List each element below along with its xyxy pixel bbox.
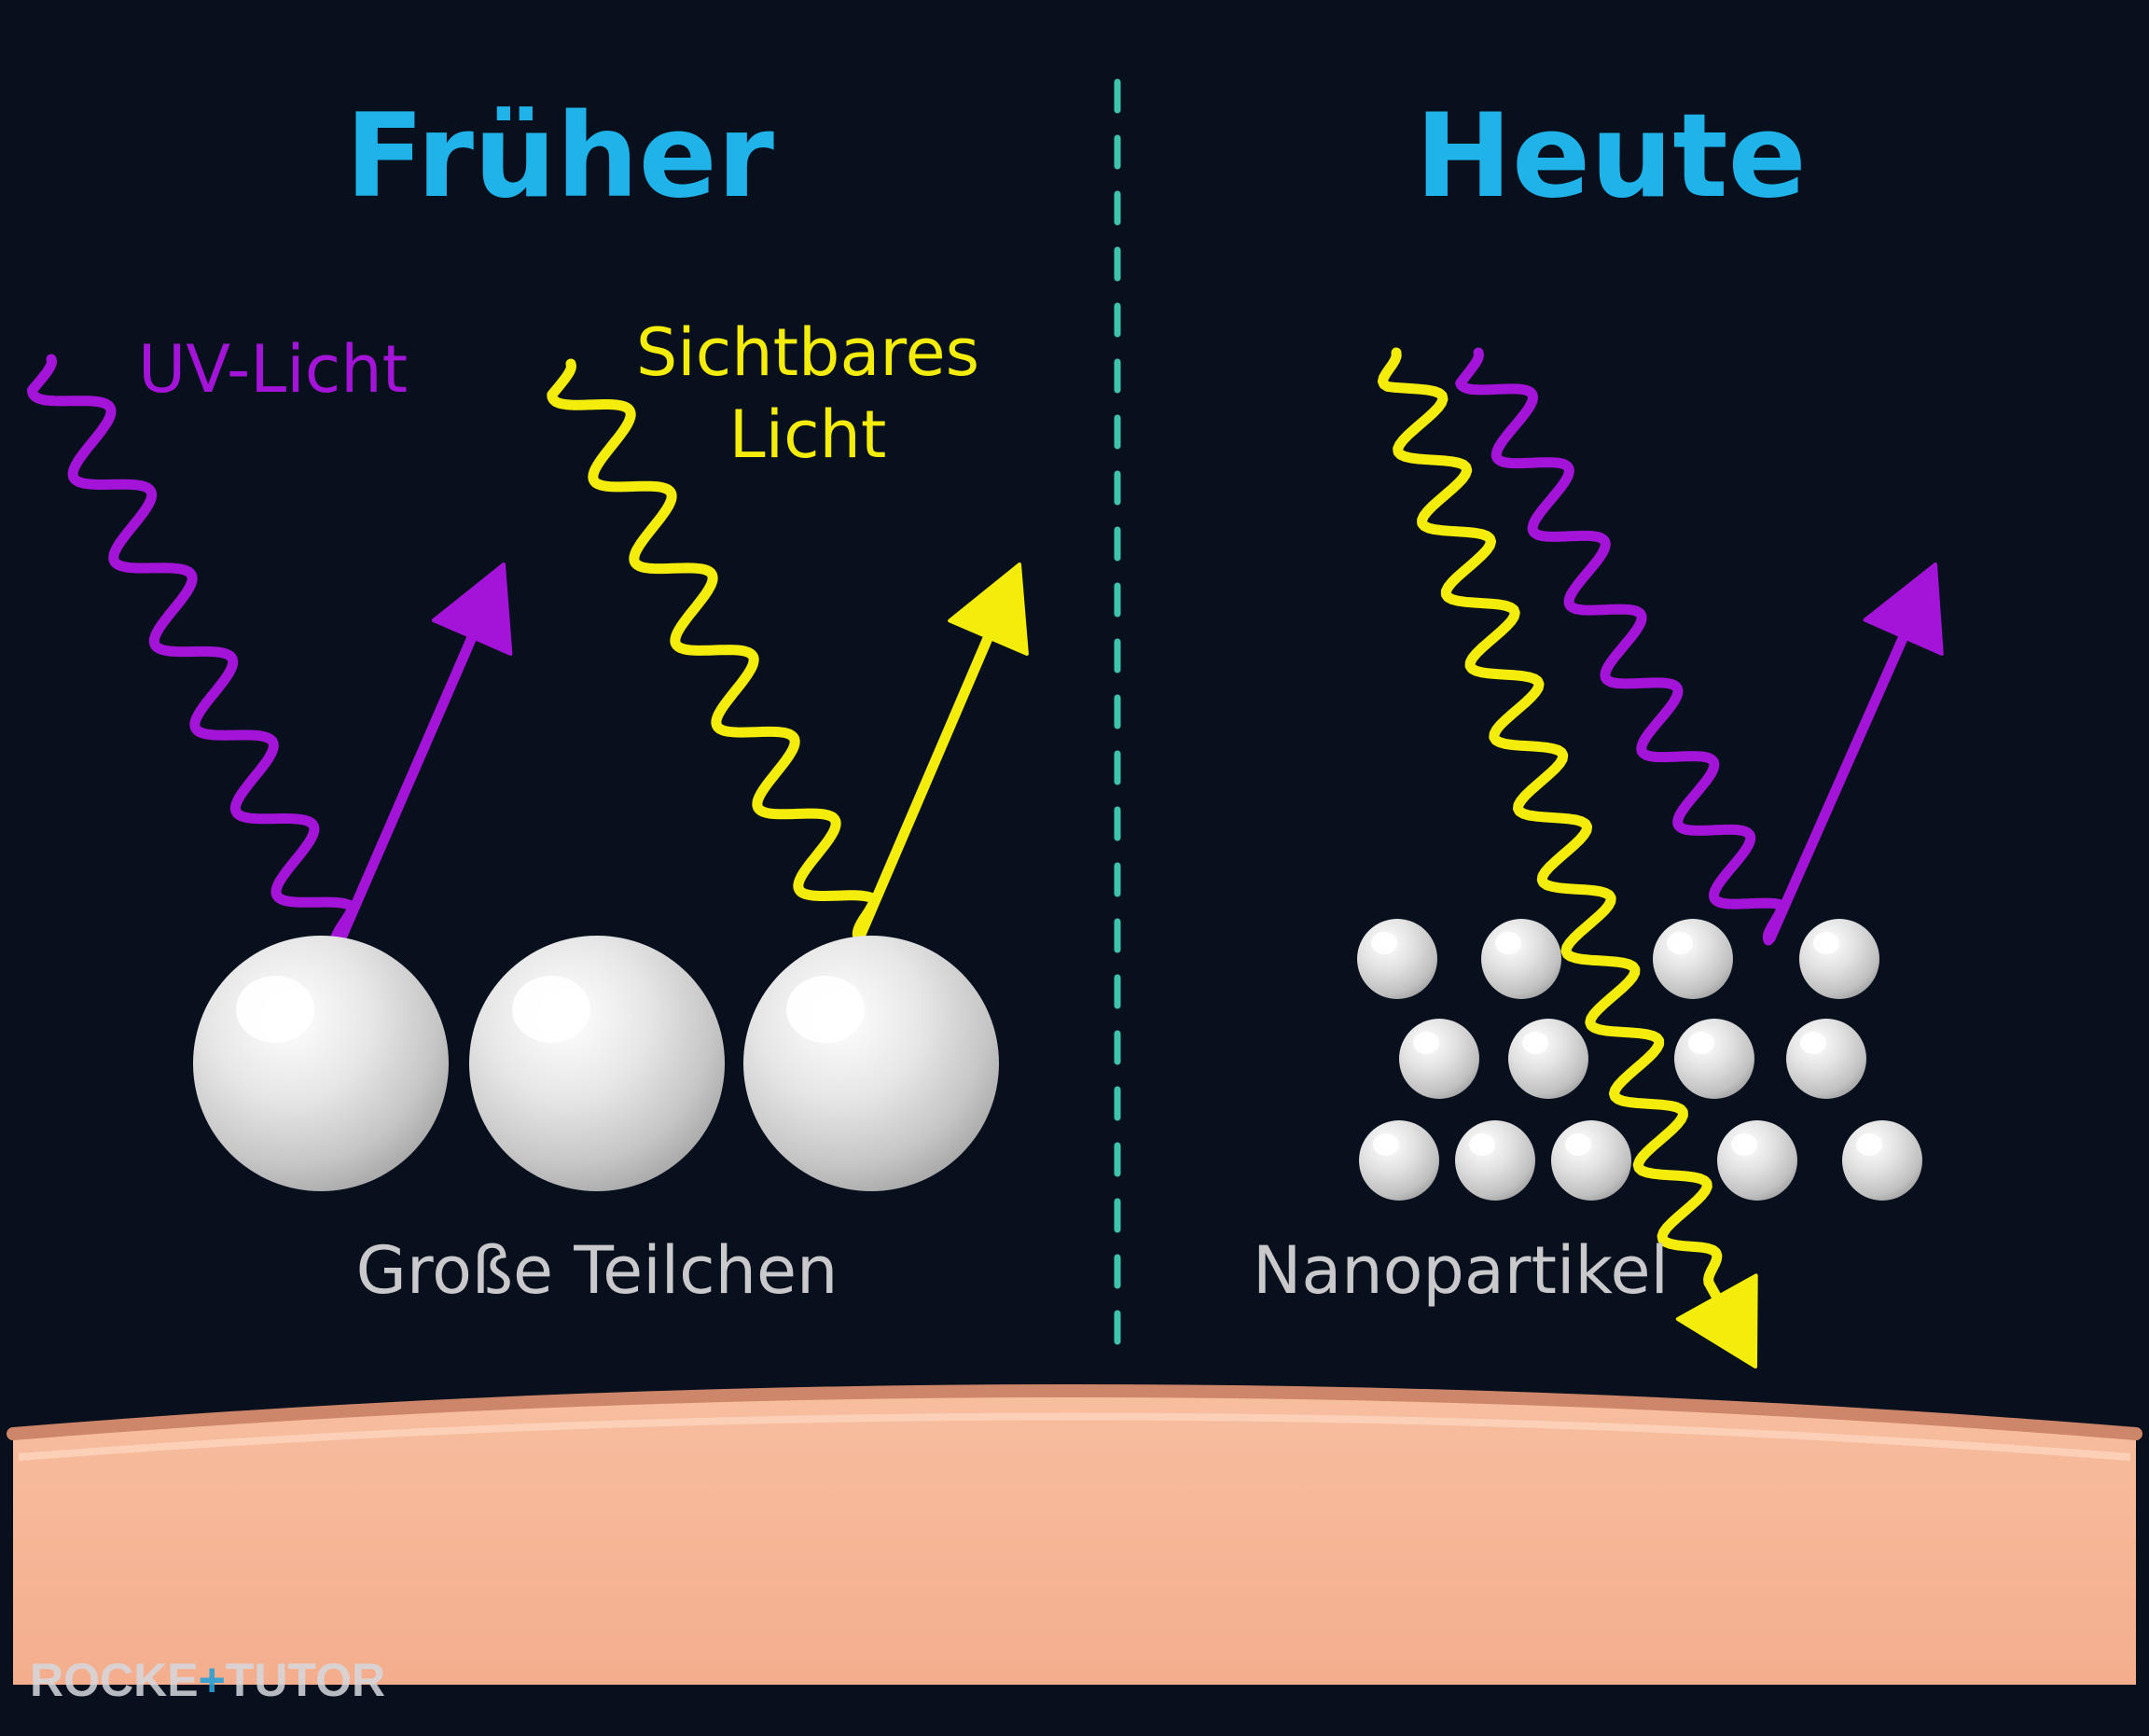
uv-reflection-arrow-right-head [1863, 562, 1944, 656]
visible-reflection-arrow-left-shaft [854, 632, 993, 942]
uv-wave-incoming-left [27, 354, 358, 950]
visible-reflection-arrow-left-head [948, 562, 1029, 656]
nanoparticle [1359, 1120, 1439, 1201]
visible-light-label-line2: Licht [729, 396, 887, 473]
nanoparticle-highlight [1495, 932, 1521, 954]
uv-reflection-arrow-left-shaft [334, 632, 478, 948]
nanoparticle [1551, 1120, 1631, 1201]
right-panel-caption: Nanopartikel [1253, 1232, 1669, 1309]
nanoparticle-highlight [1731, 1133, 1757, 1156]
visible-pass-arrow-right-shaft [1703, 1277, 1723, 1303]
nanoparticle-highlight [1371, 932, 1397, 954]
uv-reflection-arrow-right-shaft [1765, 632, 1909, 944]
uv-reflection-arrow-left-head [431, 562, 513, 656]
nanoparticle [1674, 1019, 1754, 1099]
large-particle [193, 936, 449, 1191]
particle-highlight [236, 976, 314, 1043]
visible-wave-passing-right [1378, 347, 1723, 1288]
nanoparticle-highlight [1813, 932, 1839, 954]
nanoparticle [1842, 1120, 1922, 1201]
logo-text-part: R [352, 1654, 385, 1706]
nanoparticle [1786, 1019, 1866, 1099]
logo-text-part: TUTO [226, 1654, 352, 1706]
logo-rocket-mark: + [199, 1654, 226, 1706]
left-panel-caption: Große Teilchen [356, 1232, 839, 1309]
svg-text:ROCKE+TUTOR: ROCKE+TUTOR [30, 1654, 385, 1706]
nanoparticle-highlight [1856, 1133, 1882, 1156]
nanoparticles [1357, 919, 1922, 1201]
skin-highlight [18, 1412, 2131, 1461]
large-particles [193, 936, 999, 1191]
nanoparticle [1481, 919, 1561, 999]
nanoparticle-highlight [1667, 932, 1693, 954]
nanoparticle [1508, 1019, 1588, 1099]
light-rays [27, 347, 1944, 1368]
skin-surface [7, 1384, 2142, 1685]
nanoparticle-highlight [1800, 1032, 1826, 1054]
rocket-tutor-logo: ROCKE+TUTOR [30, 1654, 385, 1706]
nanoparticle-highlight [1469, 1133, 1495, 1156]
nanoparticle-highlight [1373, 1133, 1399, 1156]
large-particle [743, 936, 999, 1191]
uv-wave-incoming-right [1455, 347, 1787, 946]
nanoparticle [1717, 1120, 1797, 1201]
particle-highlight [512, 976, 590, 1043]
uv-light-label: UV-Licht [138, 331, 408, 408]
nanoparticle-highlight [1413, 1032, 1439, 1054]
nanoparticle [1653, 919, 1733, 999]
large-particle [469, 936, 725, 1191]
nanoparticle [1799, 919, 1879, 999]
nanoparticle [1455, 1120, 1535, 1201]
nanoparticle [1357, 919, 1437, 999]
visible-wave-incoming-left [547, 358, 880, 942]
visible-pass-arrow-right-head [1675, 1273, 1758, 1368]
visible-light-label-line1: Sichtbares [636, 314, 979, 391]
logo-text-part: ROCKE [30, 1654, 199, 1706]
nanoparticle-highlight [1688, 1032, 1714, 1054]
skin-edge [7, 1384, 2142, 1440]
skin-layer [13, 1391, 2136, 1685]
nanoparticle-highlight [1522, 1032, 1548, 1054]
nanoparticle [1399, 1019, 1479, 1099]
right-panel-title: Heute [1415, 90, 1807, 224]
left-panel-title: Früher [345, 90, 774, 224]
nanoparticle-highlight [1565, 1133, 1591, 1156]
particle-highlight [786, 976, 865, 1043]
